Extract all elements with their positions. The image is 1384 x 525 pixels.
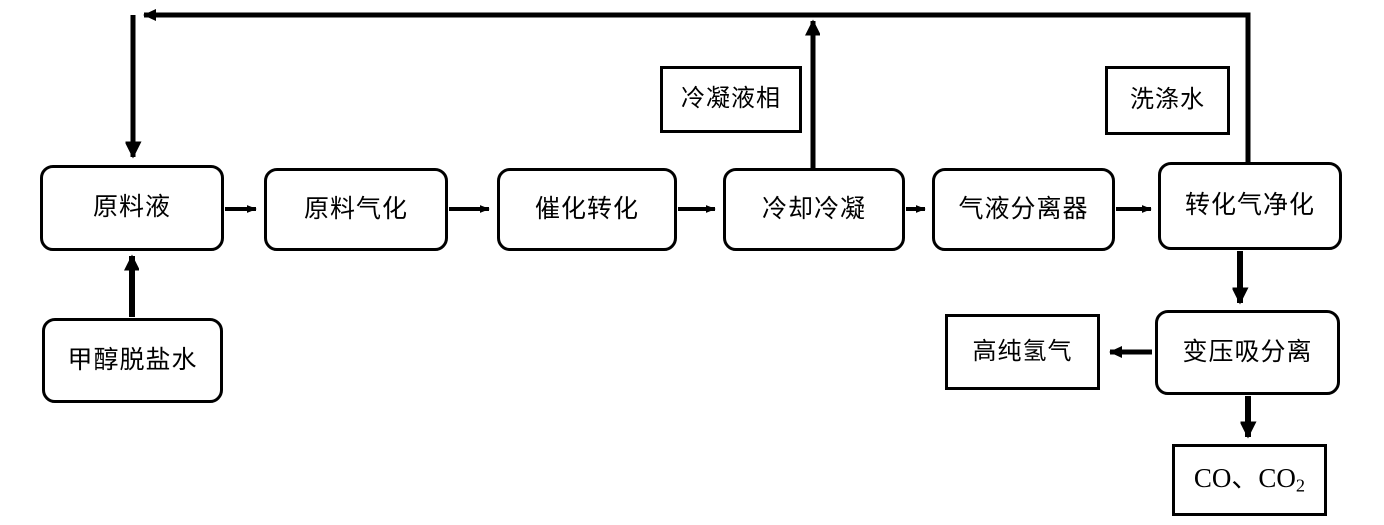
node-label-co-co2-main: CO、CO [1193, 463, 1296, 494]
node-label-psa-separation: 变压吸分离 [1182, 338, 1313, 366]
connector-recycle-loop [143, 9, 1251, 162]
node-wash-water[interactable]: 洗涤水 [1105, 66, 1230, 135]
node-label-methanol-demin-water: 甲醇脱盐水 [67, 346, 198, 374]
node-label-gas-purification: 转化气净化 [1184, 192, 1315, 220]
node-label-catalytic-conversion: 催化转化 [534, 195, 639, 223]
node-label-wash-water: 洗涤水 [1130, 87, 1205, 114]
node-high-purity-hydrogen[interactable]: 高纯氢气 [945, 314, 1100, 390]
node-label-feed-liquid: 原料液 [92, 194, 171, 222]
node-methanol-demin-water[interactable]: 甲醇脱盐水 [42, 318, 223, 403]
node-feed-liquid[interactable]: 原料液 [40, 165, 224, 251]
node-label-cooling-condensation: 冷却冷凝 [761, 195, 866, 223]
node-feed-gasification[interactable]: 原料气化 [264, 168, 448, 251]
node-label-feed-gasification: 原料气化 [303, 195, 408, 223]
node-label-gas-liquid-separator: 气液分离器 [958, 195, 1089, 223]
node-label-co-co2-subscript: 2 [1295, 475, 1306, 496]
node-label-high-purity-hydrogen: 高纯氢气 [972, 338, 1073, 365]
node-catalytic-conversion[interactable]: 催化转化 [497, 168, 677, 251]
node-psa-separation[interactable]: 变压吸分离 [1155, 310, 1340, 395]
node-label-condensate-liquid: 冷凝液相 [681, 86, 781, 113]
node-co-co2[interactable]: CO、CO2 [1172, 444, 1327, 516]
node-label-co-co2: CO、CO2 [1193, 463, 1306, 496]
node-condensate-liquid[interactable]: 冷凝液相 [660, 66, 802, 133]
node-cooling-condensation[interactable]: 冷却冷凝 [723, 168, 905, 251]
node-gas-purification[interactable]: 转化气净化 [1158, 162, 1342, 250]
node-gas-liquid-separator[interactable]: 气液分离器 [932, 168, 1115, 251]
